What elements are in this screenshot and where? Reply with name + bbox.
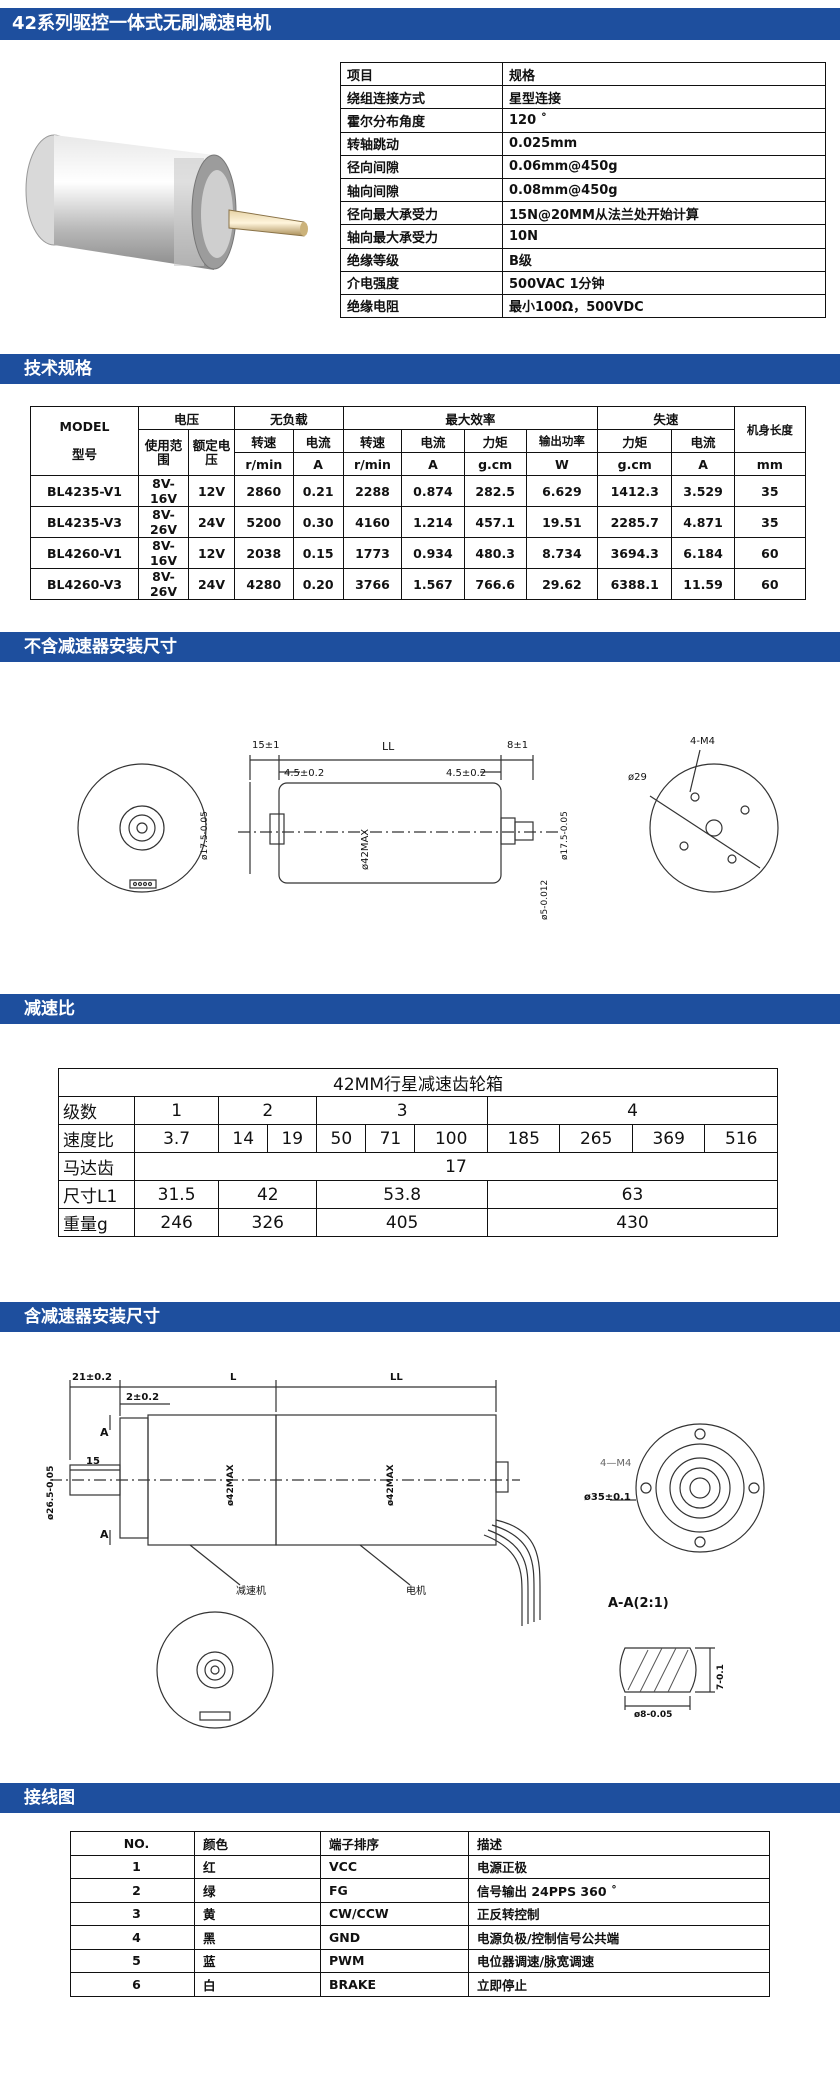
table-row: NO. 颜色 端子排序 描述 xyxy=(70,1831,770,1856)
label-motor: 电机 xyxy=(406,1586,426,1597)
section-with-gear: 含减速器安装尺寸 xyxy=(0,1302,840,1332)
dim-21: 21±0.2 xyxy=(72,1372,113,1383)
dim-ll: LL xyxy=(390,1372,403,1383)
dim-42a: ø42MAX xyxy=(226,1464,236,1506)
label-a-top: A xyxy=(100,1426,109,1439)
dim-42b: ø42MAX xyxy=(386,1464,396,1506)
table-row: 项目规格 xyxy=(340,61,826,87)
section-tech: 技术规格 xyxy=(0,354,840,384)
dim-42: ø42MAX xyxy=(360,828,371,870)
dim-15: 15±1 xyxy=(252,740,280,751)
dim-29: ø29 xyxy=(628,772,647,783)
table-row: 速度比 3.7 14 19 50 71 100 185 265 369 516 xyxy=(58,1124,778,1153)
table-row: 使用范围 额定电压 转速 电流 转速 电流 力矩 输出功率 力矩 电流 xyxy=(31,429,806,476)
table-row: 马达齿 17 xyxy=(58,1152,778,1181)
model-label-cn: 型号 xyxy=(71,447,97,462)
table-row: r/min A r/min A g.cm W g.cm A mm xyxy=(31,452,807,476)
dim-175b: ø17.5-0.05 xyxy=(560,811,570,860)
section-wiring: 接线图 xyxy=(0,1783,840,1813)
table-row: 绝缘电阻最小100Ω，500VDC xyxy=(340,293,826,319)
dim-15: 15 xyxy=(86,1456,100,1467)
dim-35: ø35±0.1 xyxy=(584,1492,631,1503)
drawing-with-gear: 21±0.2 L LL 2±0.2 15 A A ø26.5-0.05 ø42M… xyxy=(40,1360,820,1730)
dim-m4: 4-M4 xyxy=(690,736,715,747)
dim-26: ø26.5-0.05 xyxy=(46,1465,56,1520)
table-row: 绕组连接方式星型连接 xyxy=(340,85,826,110)
gear-ratio-table: 42MM行星减速齿轮箱 级数 1 2 3 4 速度比 3.7 14 19 50 … xyxy=(58,1068,779,1237)
table-row: 42MM行星减速齿轮箱 xyxy=(58,1068,778,1097)
section-aa-label: A-A(2:1) xyxy=(608,1596,669,1611)
drawing-no-gear: 15±1 LL 8±1 4.5±0.2 4.5±0.2 ø17.5-0.05 ø… xyxy=(60,720,820,930)
dim-ll: LL xyxy=(382,740,395,753)
dim-7: 7-0.1 xyxy=(716,1664,726,1690)
table-row: 尺寸L1 31.5 42 53.8 63 xyxy=(58,1180,779,1209)
section-ratio: 减速比 xyxy=(0,994,840,1024)
dim-8: ø8-0.05 xyxy=(634,1710,673,1720)
table-row: 重量g 246 326 405 430 xyxy=(58,1208,779,1237)
model-label: MODEL xyxy=(59,419,110,434)
section-no-gear: 不含减速器安装尺寸 xyxy=(0,632,840,662)
dim-8: 8±1 xyxy=(507,740,529,751)
page-title: 42系列驱控一体式无刷减速电机 xyxy=(0,8,840,40)
dim-m4: 4—M4 xyxy=(600,1458,632,1469)
dim-2: 2±0.2 xyxy=(126,1392,160,1403)
table-row: MODEL 型号 电压 无负载 最大效率 失速 机身长度 xyxy=(30,406,807,476)
motor-photo xyxy=(14,110,334,290)
dim-45a: 4.5±0.2 xyxy=(284,768,325,779)
dim-45b: 4.5±0.2 xyxy=(446,768,487,779)
label-gearbox: 减速机 xyxy=(236,1586,266,1597)
table-row: 级数 1 2 3 4 xyxy=(58,1096,779,1125)
dim-175a: ø17.5-0.05 xyxy=(200,811,210,860)
dim-l: L xyxy=(230,1372,237,1383)
label-a-bottom: A xyxy=(100,1528,109,1541)
dim-5: ø5-0.012 xyxy=(540,879,550,920)
tech-spec-table: MODEL 型号 电压 无负载 最大效率 失速 机身长度 使用范围 额定电压 转… xyxy=(30,406,807,600)
